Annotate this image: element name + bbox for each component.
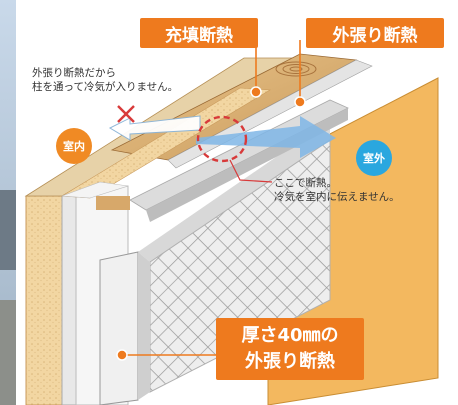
thickness-line-2: 外張り断熱 [245,351,335,372]
fill-insulation-pointer [250,86,262,98]
fill-insulation-label: 充填断熱 [140,18,258,48]
cross-mark-icon [117,105,135,123]
insulation-highlight-circle [196,115,248,163]
external-insulation-text: 外張り断熱 [332,25,418,46]
top-left-note: 外張り断熱だから 柱を通って冷気が入りません。 [32,67,179,93]
center-note: ここで断熱。 冷気を室内に伝えません。 [274,177,400,203]
external-insulation-label: 外張り断熱 [306,18,444,48]
thickness-label: 厚さ40㎜の 外張り断熱 [216,318,364,380]
outdoor-badge: 室外 [356,140,392,176]
fill-insulation-text: 充填断熱 [165,25,233,46]
indoor-badge: 室内 [56,128,92,164]
external-insulation-pointer [294,96,306,108]
thickness-pointer [116,349,128,361]
cold-air-arrow [196,116,336,158]
fill-insulation-front [25,195,63,405]
thickness-line-1: 厚さ40㎜の [241,325,339,346]
